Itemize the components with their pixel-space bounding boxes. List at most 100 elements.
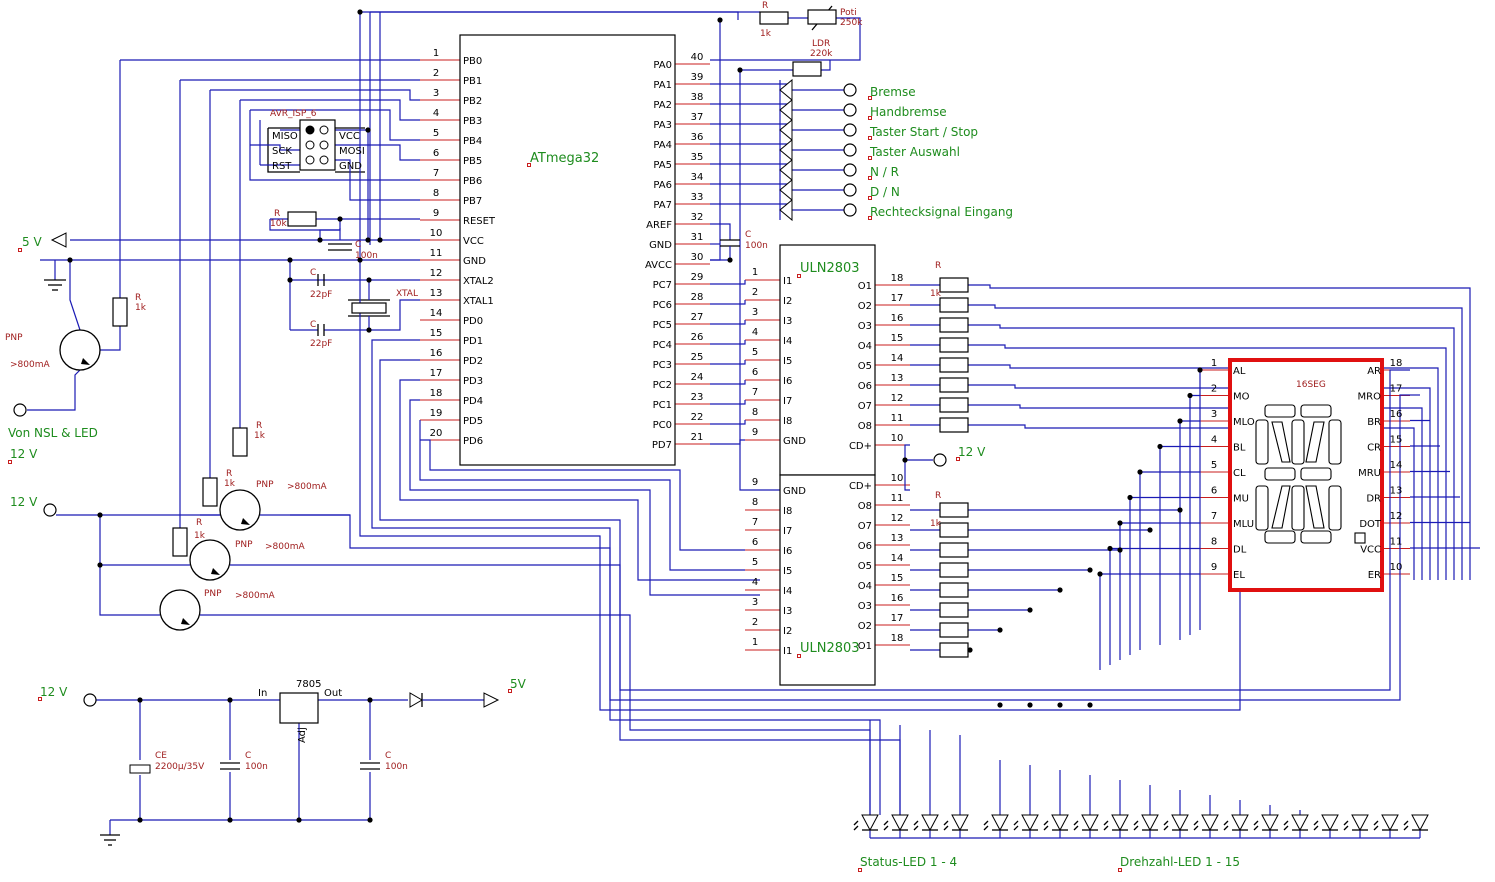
mcu-pin-num: 31 [691, 232, 704, 243]
wire [821, 60, 831, 71]
junction [1097, 571, 1103, 577]
mcu-pin-num: 38 [691, 92, 704, 103]
led-ray [1103, 820, 1109, 826]
c-vcc-label: C [355, 240, 361, 250]
q2-val: >800mA [287, 482, 327, 492]
led [1081, 814, 1099, 832]
mcu-pin-name: PA5 [653, 160, 672, 171]
mcu-pin-name: RESET [463, 216, 496, 227]
uln-pin-name: O7 [858, 521, 872, 532]
uln-pin-num: 1 [752, 637, 758, 648]
uln-pin-num: 10 [891, 473, 904, 484]
r-reset-val: 10k [270, 219, 287, 229]
pin-marker [797, 274, 801, 278]
wire [968, 304, 1463, 580]
mcu-pin-name: PD4 [463, 396, 483, 407]
uln-pin-num: 4 [752, 577, 758, 588]
seg-pin-name: CR [1367, 443, 1381, 454]
transistor-q4 [159, 589, 201, 631]
wire [99, 515, 160, 616]
led [861, 814, 879, 832]
mcu-pin-name: PC5 [653, 320, 672, 331]
uln-pin-name: O4 [858, 581, 872, 592]
mcu-chip [459, 34, 676, 466]
resistor-top [939, 377, 969, 393]
uln-pin-num: 8 [752, 407, 758, 418]
q2-label: PNP [256, 480, 274, 490]
input-terminal [843, 103, 857, 117]
c-x1-val: 22pF [310, 290, 332, 300]
uln-pin-num: 10 [891, 433, 904, 444]
uln-pin-num: 2 [752, 617, 758, 628]
wire [92, 326, 121, 351]
r-bot-label: R [935, 491, 941, 501]
segment [1300, 404, 1332, 418]
wire [710, 360, 746, 365]
mcu-pin-name: GND [649, 240, 672, 251]
segment [1300, 467, 1332, 481]
mcu-pin-num: 36 [691, 132, 704, 143]
uln-pin-name: O7 [858, 401, 872, 412]
led [1261, 814, 1279, 832]
junction [1027, 702, 1033, 708]
uln-pin-name: CD+ [849, 441, 872, 452]
reg-in-label: In [258, 688, 267, 699]
seg-pin-num: 17 [1390, 384, 1403, 395]
input-diode [779, 118, 793, 142]
uln-pin-name: O5 [858, 561, 872, 572]
wire [710, 17, 861, 61]
segment [1264, 467, 1296, 481]
q4-val: >800mA [235, 591, 275, 601]
wire [710, 420, 746, 425]
uln-top-name: ULN2803 [800, 261, 860, 276]
mcu-pin-name: PC0 [653, 420, 672, 431]
uln-pin-num: 3 [752, 597, 758, 608]
wire [409, 399, 760, 596]
label-nsl: Von NSL & LED [8, 426, 98, 440]
ce-val: 2200µ/35V [155, 762, 205, 772]
led-ray [1253, 825, 1259, 831]
led [1021, 814, 1039, 832]
wire [710, 223, 731, 240]
wire [324, 299, 420, 331]
power-arrow-5v [50, 232, 67, 248]
uln-pin-num: 16 [891, 313, 904, 324]
isp-name: AVR_ISP_6 [270, 109, 317, 119]
junction [357, 257, 363, 263]
wire [904, 444, 933, 461]
isp-pin [319, 125, 329, 135]
r-q3-val: 1k [224, 479, 236, 489]
uln-pin-name: I3 [783, 606, 792, 617]
junction [137, 697, 143, 703]
wire [210, 89, 420, 101]
mcu-pin-num: 37 [691, 112, 704, 123]
wire [250, 109, 420, 141]
isp-pin-name: SCK [272, 146, 292, 157]
resistor-poti [759, 11, 789, 25]
seg-pin-name: MO [1233, 392, 1250, 403]
seg-pin-num: 1 [1211, 358, 1217, 369]
wire [1189, 394, 1200, 635]
led-ray [853, 825, 859, 831]
r-poti-val: 1k [760, 29, 772, 39]
reg-out-label: Out [324, 688, 342, 699]
wire [1139, 471, 1200, 650]
mcu-pin-name: XTAL2 [463, 276, 494, 287]
input-terminal [843, 83, 857, 97]
pin-marker [868, 216, 872, 220]
seg-pin-name: EL [1233, 570, 1245, 581]
uln-pin-name: O1 [858, 281, 872, 292]
junction [1137, 469, 1143, 475]
wire [1109, 547, 1200, 665]
junction [1147, 527, 1153, 533]
mcu-pin-num: 13 [430, 288, 443, 299]
wire [319, 229, 340, 240]
uln-pin-name: I1 [783, 276, 792, 287]
isp-pin-name: VCC [339, 131, 360, 142]
led-ray [1073, 820, 1079, 826]
led-ray [1163, 820, 1169, 826]
wire [27, 369, 81, 411]
wire [240, 99, 420, 121]
uln-pin-num: 6 [752, 537, 758, 548]
uln-pin-name: O2 [858, 301, 872, 312]
